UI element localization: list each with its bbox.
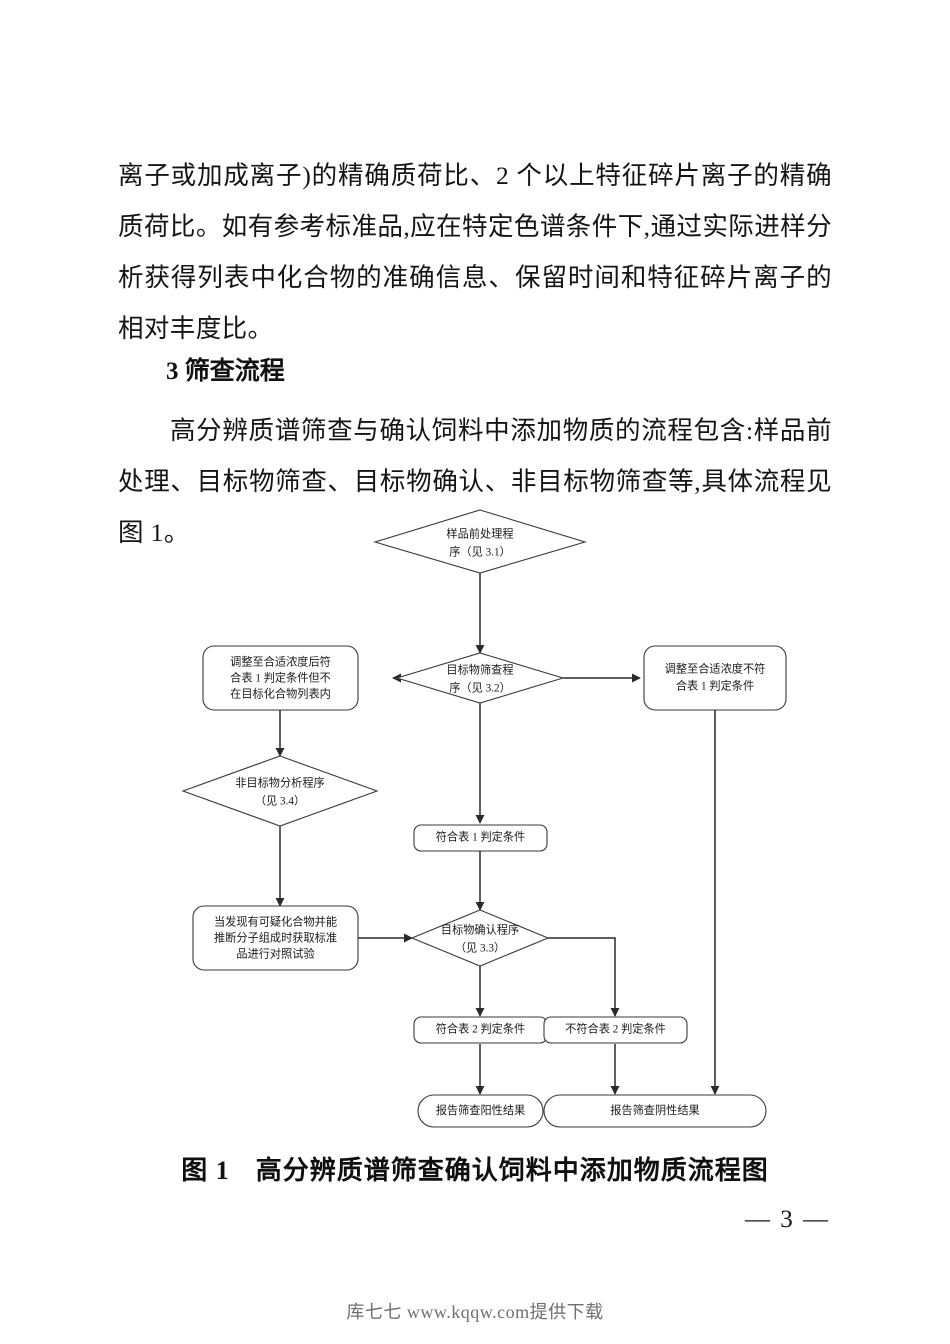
node-meets-table2-label: 符合表 2 判定条件 [436, 1022, 526, 1036]
node-suspect-line1: 当发现有可疑化合物并能 [214, 915, 337, 929]
node-nontarget-line2: （见 3.4） [255, 795, 305, 808]
section-heading-3: 3 筛查流程 [166, 358, 285, 385]
node-nontarget-line1: 非目标物分析程序 [235, 776, 325, 790]
figure-caption-number: 图 1 [181, 1156, 230, 1185]
node-sample-preparation-line1: 样品前处理程 [446, 527, 513, 541]
node-target-screening-line1: 目标物筛查程 [446, 663, 513, 677]
node-report-positive-result[interactable]: 报告筛查阳性结果 [417, 1094, 544, 1128]
node-right-box-line2: 合表 1 判定条件 [676, 679, 754, 693]
node-confirm-line2: （见 3.3） [455, 942, 505, 955]
flowchart-figure-1: 样品前处理程 序（见 3.1） 目标物筛查程 序（见 3.2） 调整至合适浓度后… [155, 498, 805, 1148]
node-sample-preparation-line2: 序（见 3.1） [449, 545, 511, 559]
node-nontarget-analysis[interactable]: 非目标物分析程序 （见 3.4） [181, 755, 379, 827]
node-target-screening[interactable]: 目标物筛查程 序（见 3.2） [395, 652, 565, 704]
node-target-screening-line2: 序（见 3.2） [449, 681, 511, 695]
node-confirm-line1: 目标物确认程序 [441, 923, 519, 937]
node-sample-preparation[interactable]: 样品前处理程 序（见 3.1） [373, 509, 587, 574]
footer-watermark: 库七七 www.kqqw.com提供下载 [346, 1302, 604, 1322]
node-adjusted-not-meets-table1[interactable]: 调整至合适浓度不符 合表 1 判定条件 [643, 645, 787, 711]
paragraph-continuation: 离子或加成离子)的精确质荷比、2 个以上特征碎片离子的精确质荷比。如有参考标准品… [118, 161, 832, 343]
node-not-meets-table2-label: 不符合表 2 判定条件 [565, 1022, 666, 1036]
figure-caption-text: 高分辨质谱筛查确认饲料中添加物质流程图 [255, 1156, 769, 1185]
figure-caption: 图 1 高分辨质谱筛查确认饲料中添加物质流程图 [0, 1150, 950, 1187]
node-left-box-line2: 合表 1 判定条件但不 [230, 671, 331, 685]
node-left-box-line3: 在目标化合物列表内 [230, 687, 331, 701]
node-right-box-line1: 调整至合适浓度不符 [665, 662, 766, 676]
node-left-box-line1: 调整至合适浓度后符 [230, 655, 331, 669]
node-suspect-line3: 品进行对照试验 [236, 947, 314, 961]
node-report-negative-result[interactable]: 报告筛查阴性结果 [543, 1094, 767, 1128]
node-negative-result-label: 报告筛查阴性结果 [610, 1103, 700, 1117]
node-meets-table1[interactable]: 符合表 1 判定条件 [413, 824, 548, 852]
paragraph-screening-process: 高分辨质谱筛查与确认饲料中添加物质的流程包含:样品前处理、目标物筛查、目标物确认… [118, 416, 832, 547]
node-suspect-line2: 推断分子组成时获取标准 [214, 931, 337, 945]
node-positive-result-label: 报告筛查阳性结果 [436, 1103, 526, 1117]
node-suspect-compound-reference-test[interactable]: 当发现有可疑化合物并能 推断分子组成时获取标准 品进行对照试验 [192, 905, 359, 971]
node-adjusted-meets-table1-not-in-list[interactable]: 调整至合适浓度后符 合表 1 判定条件但不 在目标化合物列表内 [202, 645, 359, 711]
connector-confirm-to-not-meets-table2 [548, 937, 620, 1017]
node-target-confirmation[interactable]: 目标物确认程序 （见 3.3） [410, 909, 550, 967]
page-number: — 3 — [745, 1206, 830, 1233]
node-meets-table2[interactable]: 符合表 2 判定条件 [413, 1016, 548, 1044]
node-not-meets-table2[interactable]: 不符合表 2 判定条件 [543, 1016, 688, 1044]
node-meets-table1-label: 符合表 1 判定条件 [436, 830, 526, 844]
